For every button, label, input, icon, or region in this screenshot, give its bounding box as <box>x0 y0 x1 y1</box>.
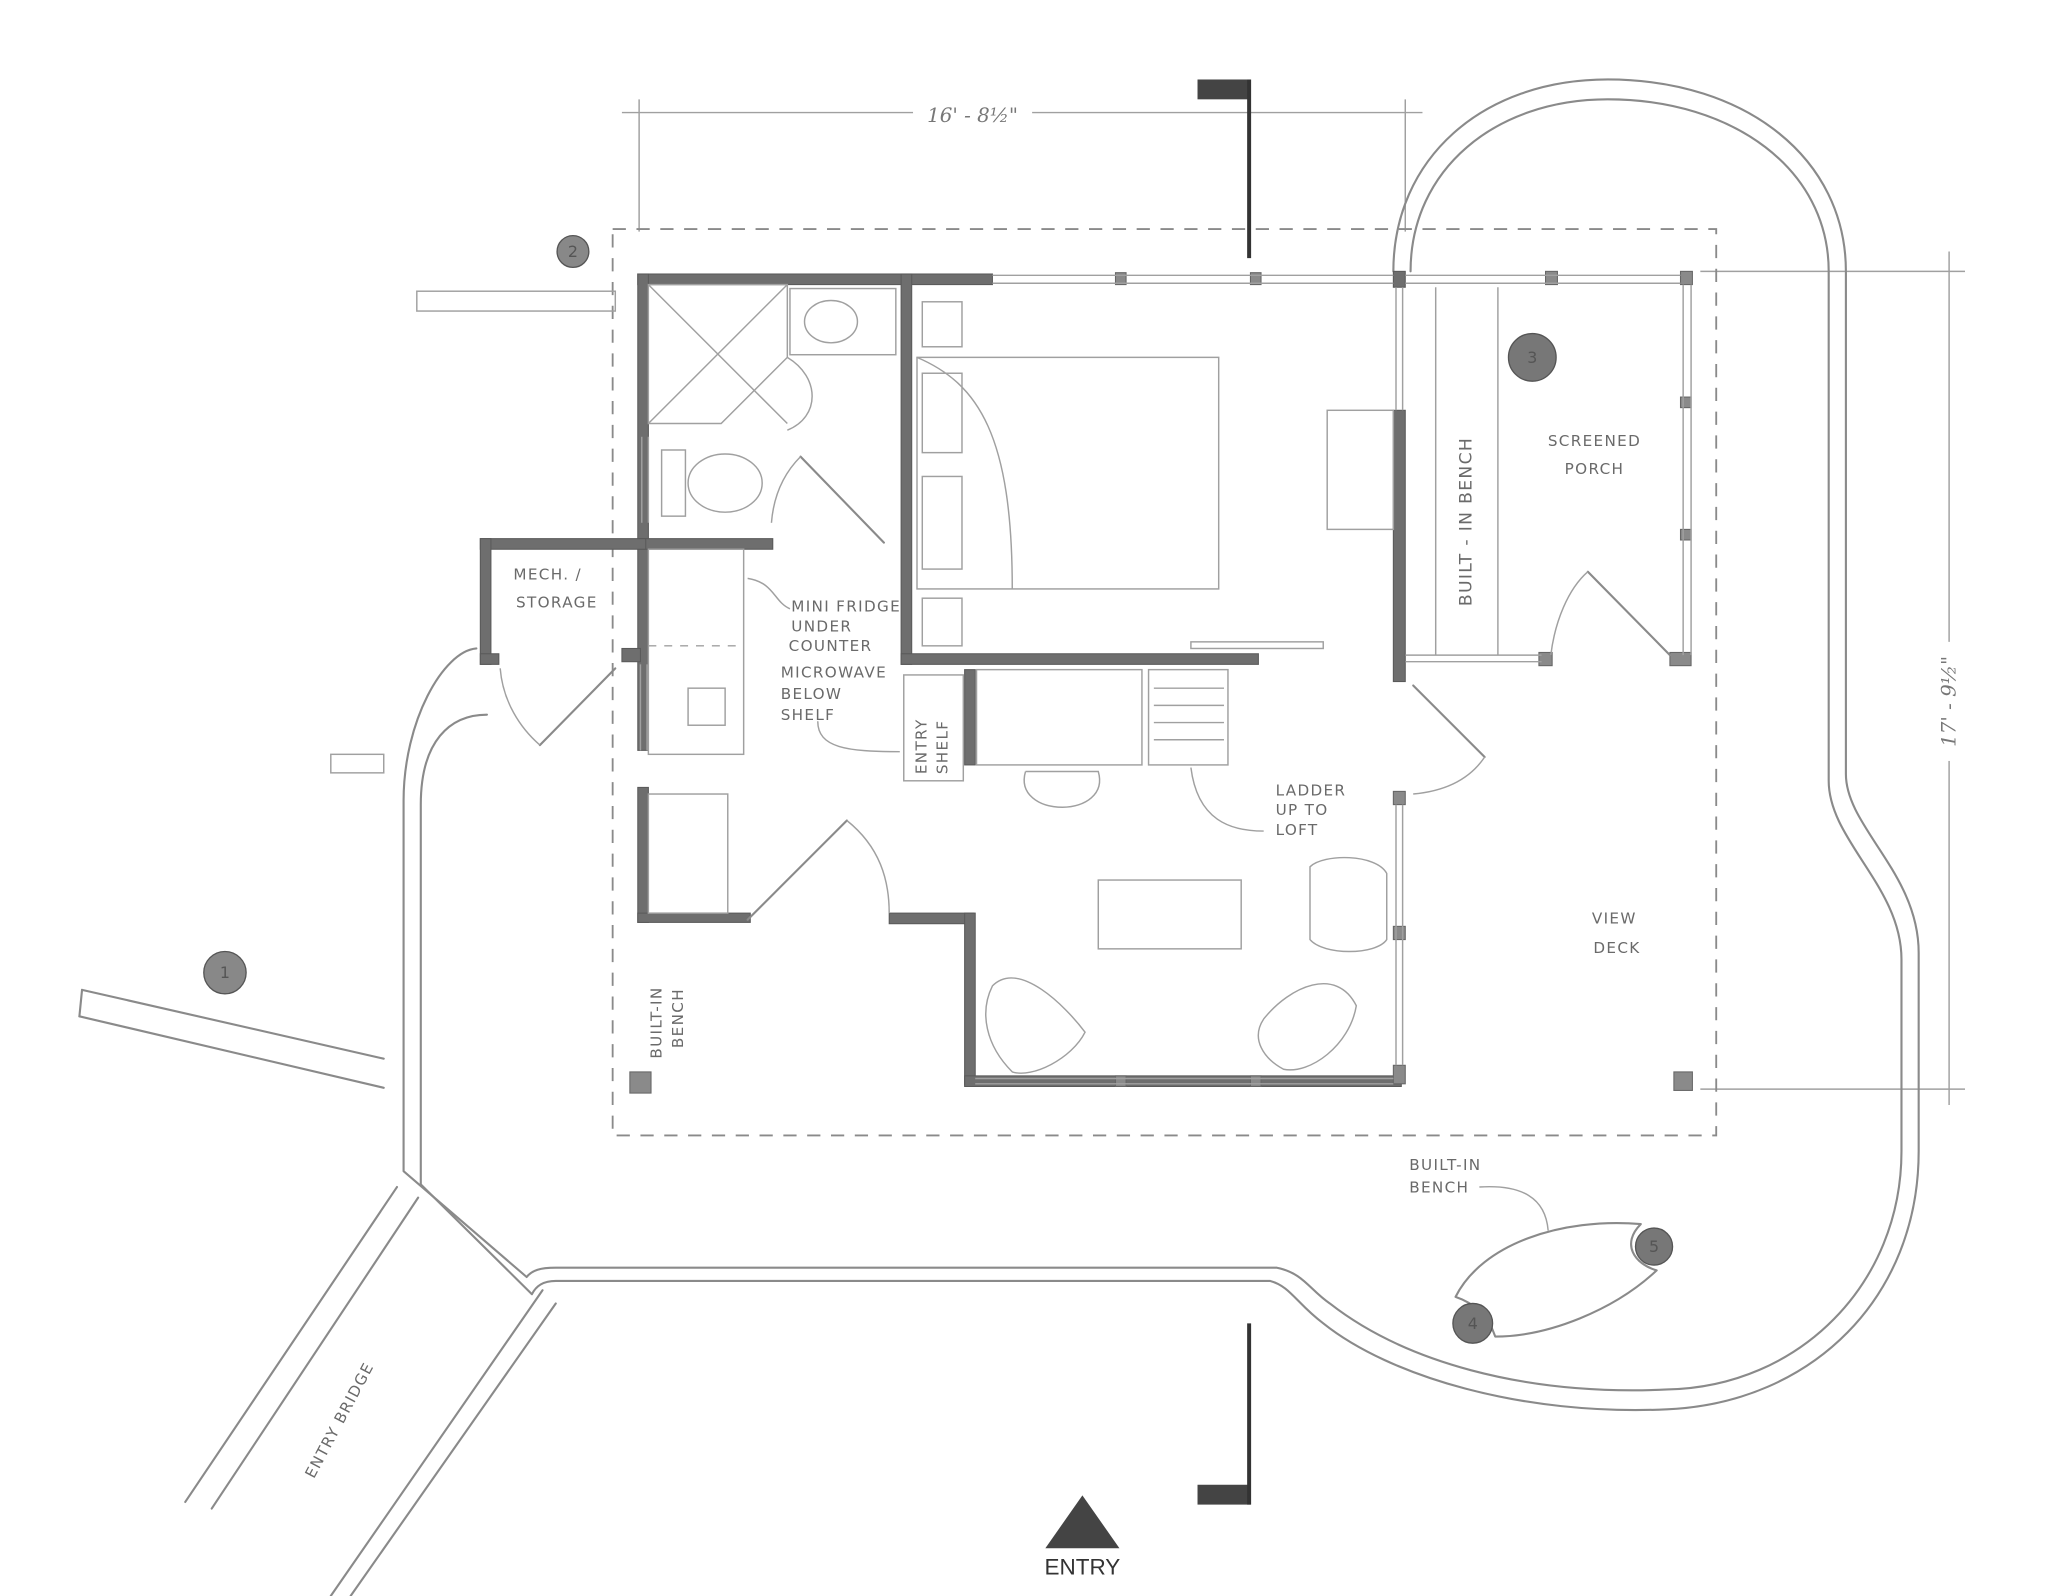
width-dimension-label: 16' - 8½" <box>927 104 1018 127</box>
view-marker-2: 2 <box>556 234 590 269</box>
kitchenette <box>499 548 965 921</box>
entry-bridge-label: ENTRY BRIDGE <box>302 1359 378 1481</box>
dimension-depth: 17' - 9½" <box>1700 251 1967 1105</box>
microwave-note-3: SHELF <box>781 706 836 724</box>
deck-bench-label-2: BENCH <box>1409 1178 1469 1196</box>
roof-outline <box>611 228 1718 1137</box>
mini-fridge-note-1: MINI FRIDGE <box>791 597 901 615</box>
ladder-note-2: UP TO <box>1276 801 1329 819</box>
ladder-note-3: LOFT <box>1276 821 1319 839</box>
view-marker-4: 4 <box>1452 1302 1494 1344</box>
side-walkway <box>78 290 617 1089</box>
ladder-icon <box>1153 687 1224 741</box>
deck-bench <box>1454 1222 1658 1338</box>
view-marker-5: 5 <box>1634 1227 1674 1266</box>
section-marker-bottom <box>1197 1323 1252 1505</box>
walls <box>479 270 1693 1094</box>
porch-bench-label: BUILT - IN BENCH <box>1456 437 1476 606</box>
windows <box>639 274 1692 1085</box>
svg-text:2: 2 <box>568 242 578 261</box>
ladder-note-1: LADDER <box>1276 781 1347 799</box>
annotation-arrows <box>747 577 1549 1231</box>
svg-text:3: 3 <box>1527 348 1537 367</box>
entry-indicator: ENTRY <box>1045 1495 1121 1580</box>
deck-outline <box>402 78 1920 1412</box>
left-bench-label-1: BUILT-IN <box>648 986 666 1058</box>
mini-fridge-note-3: COUNTER <box>789 637 873 655</box>
mini-fridge-note-2: UNDER <box>791 617 852 635</box>
entry-bridge: ENTRY BRIDGE <box>184 1185 557 1596</box>
microwave-note-1: MICROWAVE <box>781 664 887 682</box>
view-deck-label-2: DECK <box>1593 939 1640 957</box>
mech-storage-label-2: STORAGE <box>516 593 598 611</box>
bedroom-furniture <box>916 301 1395 650</box>
bathroom-fixtures <box>647 283 897 544</box>
deck-bench-label-1: BUILT-IN <box>1409 1156 1481 1174</box>
entry-arrow-icon <box>1045 1495 1120 1549</box>
dimension-width: 16' - 8½" <box>621 99 1423 232</box>
mech-storage-label-1: MECH. / <box>513 566 582 584</box>
view-deck-label-1: VIEW <box>1592 910 1637 928</box>
view-marker-1: 1 <box>203 950 247 995</box>
svg-text:5: 5 <box>1649 1237 1659 1256</box>
svg-text:4: 4 <box>1468 1314 1478 1333</box>
section-marker-top <box>1197 79 1252 259</box>
entry-shelf-label-1: ENTRY <box>912 718 930 774</box>
entry-shelf-label-2: SHELF <box>933 720 951 775</box>
living-furniture <box>975 287 1671 1074</box>
entry-label: ENTRY <box>1045 1555 1121 1580</box>
screened-porch-label-2: PORCH <box>1565 460 1625 478</box>
depth-dimension-label: 17' - 9½" <box>1938 656 1961 747</box>
screened-porch-label-1: SCREENED <box>1548 432 1641 450</box>
svg-text:1: 1 <box>220 963 230 982</box>
microwave-note-2: BELOW <box>781 685 843 703</box>
left-bench-label-2: BENCH <box>669 988 687 1048</box>
view-marker-3: 3 <box>1507 332 1557 382</box>
